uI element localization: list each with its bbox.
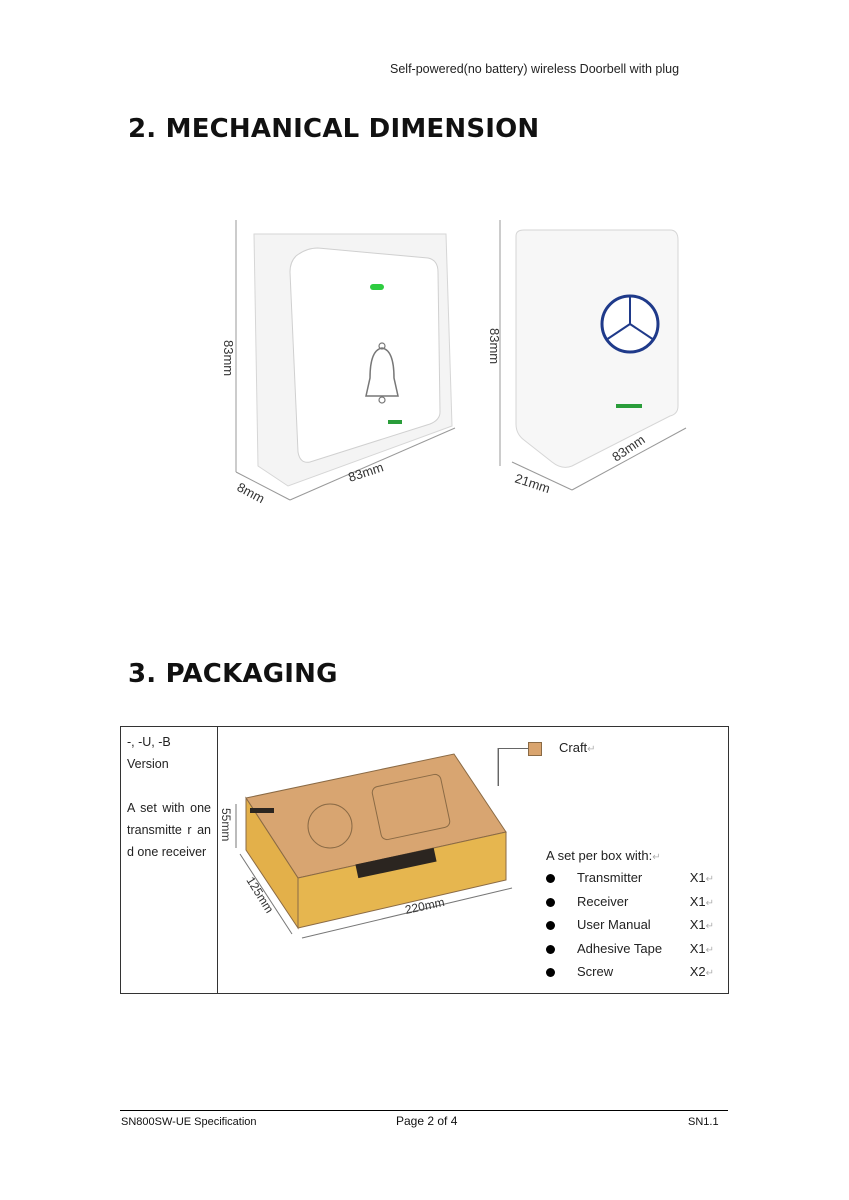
box-height-label: 55mm bbox=[219, 808, 233, 841]
craft-color-swatch bbox=[528, 742, 542, 756]
footer-page-number: Page 2 of 4 bbox=[396, 1114, 458, 1128]
set-description-text: A set with one transmitte r and one rece… bbox=[127, 801, 211, 859]
craft-label: Craft↵ bbox=[559, 740, 596, 755]
mechanical-dimension-figure: 83mm 83mm 8mm 83mm 83mm 21mm bbox=[221, 220, 687, 506]
bullet-icon bbox=[546, 897, 555, 907]
craft-leader-line-vertical bbox=[498, 748, 499, 786]
document-header-title: Self-powered(no battery) wireless Doorbe… bbox=[390, 62, 680, 76]
footer-document-name: SN800SW-UE Specification bbox=[121, 1116, 257, 1128]
bullet-icon bbox=[546, 968, 555, 978]
receiver-depth-label: 21mm bbox=[513, 471, 552, 496]
packaging-box-figure: 55mm 125mm 220mm bbox=[219, 748, 513, 939]
footer-version: SN1.1 bbox=[688, 1116, 719, 1128]
transmitter-height-label: 83mm bbox=[221, 340, 236, 376]
section-title-packaging: 3. PACKAGING bbox=[128, 659, 338, 689]
transmitter-width-label: 83mm bbox=[346, 459, 385, 484]
transmitter-illustration bbox=[235, 220, 456, 501]
version-text: -, -U, -B Version bbox=[127, 735, 171, 771]
bullet-icon bbox=[546, 921, 555, 931]
bullet-icon bbox=[546, 944, 555, 954]
receiver-illustration bbox=[499, 220, 687, 491]
receiver-height-label: 83mm bbox=[487, 328, 502, 364]
bullet-icon bbox=[546, 874, 555, 883]
footer-divider bbox=[120, 1110, 728, 1111]
section-title-mechanical: 2. MECHANICAL DIMENSION bbox=[128, 114, 540, 144]
packaging-version-cell: -, -U, -B Version A set with one transmi… bbox=[120, 726, 218, 994]
transmitter-depth-label: 8mm bbox=[235, 479, 268, 506]
craft-leader-line bbox=[498, 748, 528, 749]
set-per-box-title: A set per box with:↵ bbox=[546, 848, 661, 863]
